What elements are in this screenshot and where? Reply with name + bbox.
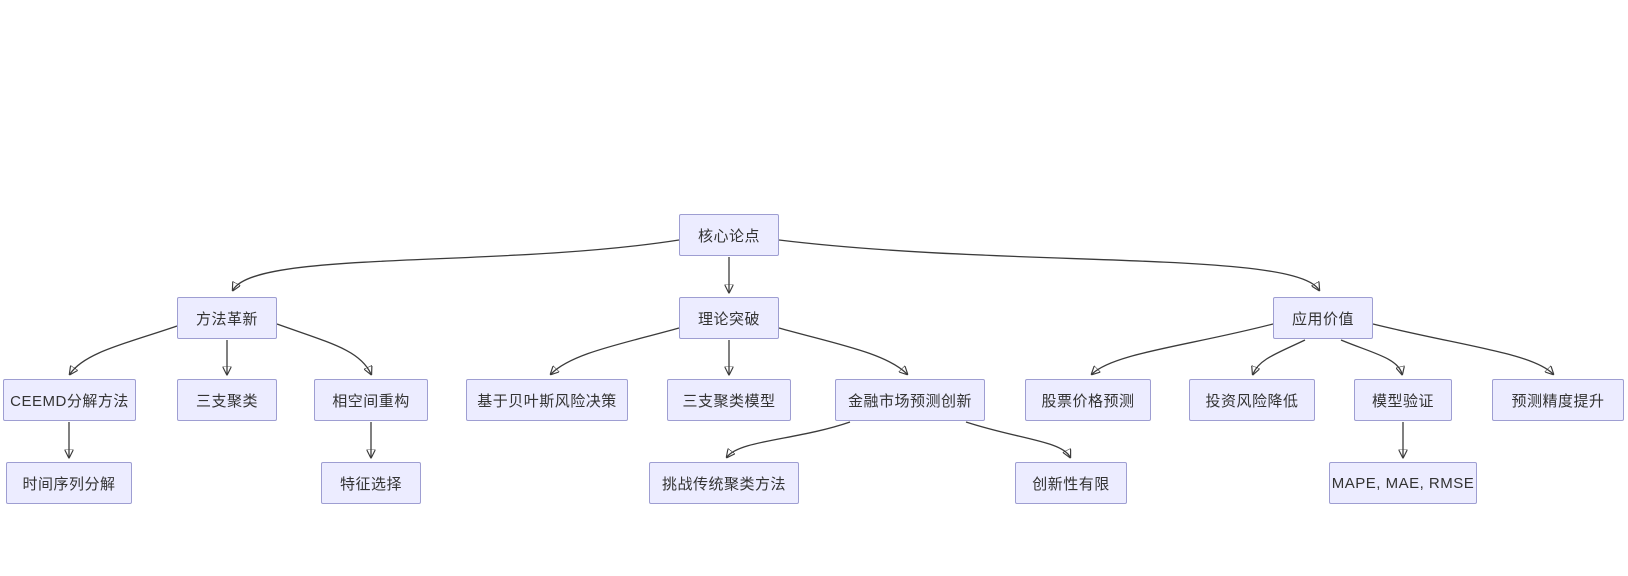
edge-finance-challenge [727,421,851,457]
node-application-value: 应用价值 [1273,297,1373,339]
edge-core-method [233,239,680,290]
node-financial-forecast-innovation: 金融市场预测创新 [835,379,985,421]
edge-value-precision [1372,323,1553,374]
node-method-innovation: 方法革新 [177,297,277,339]
node-three-way-clustering-model: 三支聚类模型 [667,379,791,421]
node-limited-innovation: 创新性有限 [1015,462,1127,504]
node-phase-space-reconstruction: 相空间重构 [314,379,428,421]
node-validation-metrics: MAPE, MAE, RMSE [1329,462,1477,504]
node-feature-selection: 特征选择 [321,462,421,504]
node-challenge-traditional-clustering: 挑战传统聚类方法 [649,462,799,504]
edge-finance-limited [965,421,1070,457]
node-model-validation: 模型验证 [1354,379,1452,421]
node-time-series-decomposition: 时间序列分解 [6,462,132,504]
node-theory-breakthrough: 理论突破 [679,297,779,339]
node-prediction-precision-improvement: 预测精度提升 [1492,379,1624,421]
edge-theory-finance [778,327,907,374]
node-investment-risk-reduction: 投资风险降低 [1189,379,1315,421]
node-core-thesis: 核心论点 [679,214,779,256]
edge-method-phase [276,323,371,374]
edge-value-risk [1253,339,1306,374]
node-ceemd-decomposition: CEEMD分解方法 [3,379,136,421]
node-three-way-clustering: 三支聚类 [177,379,277,421]
node-stock-price-prediction: 股票价格预测 [1025,379,1151,421]
edge-core-value [778,239,1319,290]
edge-theory-bayes [551,327,680,374]
edge-value-model [1340,339,1402,374]
edge-value-stock [1092,323,1274,374]
node-bayes-risk-decision: 基于贝叶斯风险决策 [466,379,628,421]
edge-method-ceemd [70,325,178,374]
